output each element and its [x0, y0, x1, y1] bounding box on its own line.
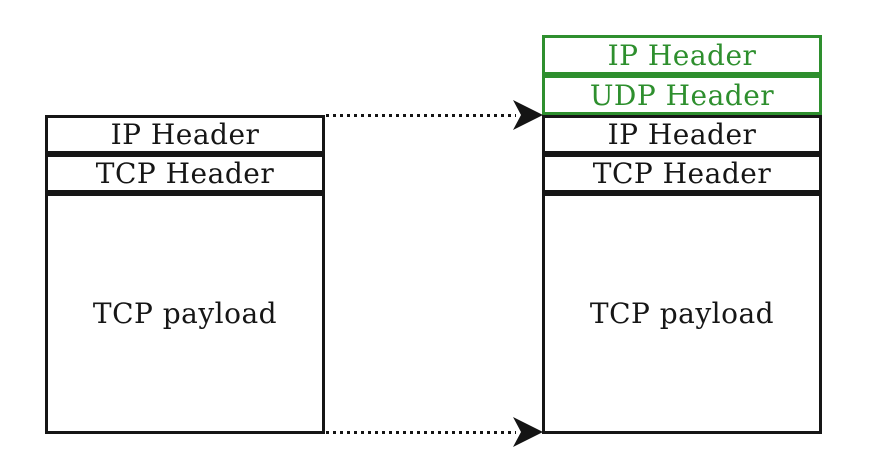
segment-label: TCP payload — [92, 297, 278, 330]
right-packet-tcp-header: TCP Header — [542, 154, 822, 193]
right-packet-tcp-payload: TCP payload — [542, 193, 822, 434]
left-packet-tcp-payload: TCP payload — [45, 193, 325, 434]
segment-label: IP Header — [110, 118, 260, 151]
segment-label: TCP payload — [589, 297, 775, 330]
right-packet-inner-ip-header: IP Header — [542, 115, 822, 154]
segment-label: UDP Header — [589, 78, 775, 112]
arrowhead-right-icon — [513, 417, 543, 447]
segment-label: TCP Header — [95, 157, 275, 190]
segment-label: IP Header — [607, 118, 757, 151]
segment-label: IP Header — [607, 38, 757, 72]
top-encapsulation-arrow-line — [326, 114, 516, 117]
left-packet-tcp-header: TCP Header — [45, 154, 325, 193]
left-packet-ip-header: IP Header — [45, 115, 325, 154]
segment-label: TCP Header — [592, 157, 772, 190]
right-packet-udp-header: UDP Header — [542, 75, 822, 115]
bottom-encapsulation-arrow-line — [326, 431, 516, 434]
right-packet-outer-ip-header: IP Header — [542, 35, 822, 75]
arrowhead-right-icon — [513, 100, 543, 130]
